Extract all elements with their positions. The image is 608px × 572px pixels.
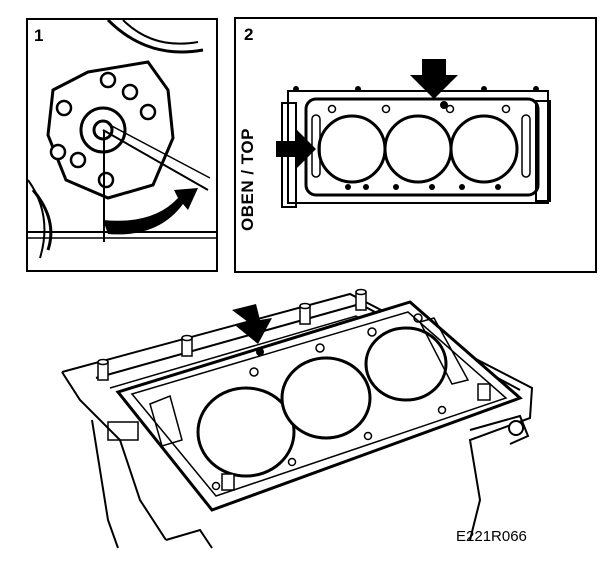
detail-panel-2: 2 OBEN / TOP — [234, 17, 597, 273]
bolt-studs — [97, 288, 491, 491]
gasket-top-view-illustration — [276, 59, 551, 208]
panel-number-2: 2 — [244, 25, 254, 44]
detail-panel-1: 1 — [26, 18, 218, 272]
crankshaft-pulley-illustration — [28, 20, 216, 259]
panel-number-1: 1 — [34, 26, 44, 45]
figure-code: E221R066 — [456, 528, 527, 545]
